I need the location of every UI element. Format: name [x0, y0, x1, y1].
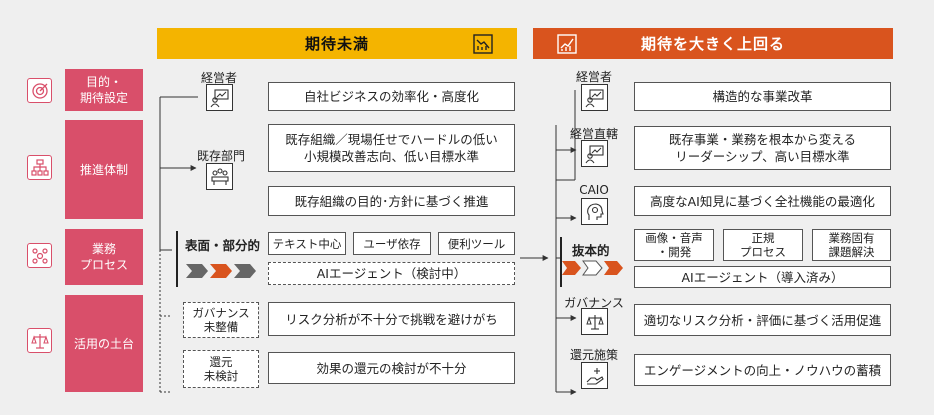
- category-process: 業務 プロセス: [65, 229, 143, 285]
- left-ai-agent-box: AIエージェント（検討中）: [268, 262, 515, 285]
- left-process-item-user: ユーザ依存: [353, 232, 431, 255]
- right-direct-text: 既存事業・業務を根本から変える リーダーシップ、高い目標水準: [634, 126, 891, 170]
- left-governance-text: リスク分析が不十分で挑戦を避けがち: [268, 302, 515, 336]
- left-process-item-text: テキスト中心: [268, 232, 346, 255]
- right-ai-agent-box: AIエージェント（導入済み）: [634, 266, 891, 288]
- presenter-icon: [585, 88, 604, 107]
- target-icon: [31, 82, 48, 99]
- process-network-icon: [31, 247, 48, 264]
- right-caio-icon: [581, 198, 608, 225]
- header-left-title: 期待未満: [304, 35, 369, 53]
- right-process-item-specific: 業務固有 課題解決: [812, 229, 891, 261]
- right-return-text: エンゲージメントの向上・ノウハウの蓄積: [634, 354, 891, 386]
- category-purpose: 目的・ 期待設定: [65, 69, 143, 111]
- header-below-expectations: 期待未満: [157, 28, 517, 59]
- left-return-text: 効果の還元の検討が不十分: [268, 352, 515, 384]
- category-foundation: 活用の土台: [65, 295, 143, 392]
- right-executive-text: 構造的な事業改革: [634, 82, 891, 111]
- left-executive-text: 自社ビジネスの効率化・高度化: [268, 82, 515, 111]
- balance-scale-icon: [585, 314, 604, 330]
- left-existing-dept-text-2: 既存組織の目的･方針に基づく推進: [268, 186, 515, 216]
- right-governance-text: 適切なリスク分析・評価に基づく活用促進: [634, 304, 891, 336]
- presenter-icon: [210, 88, 229, 107]
- category-structure: 推進体制: [65, 120, 143, 219]
- left-existing-dept-icon: [206, 163, 233, 190]
- right-process-item-formal: 正規 プロセス: [723, 229, 803, 261]
- right-governance-label: ガバナンス: [564, 296, 624, 310]
- category-icon-foundation: [27, 328, 52, 353]
- right-direct-label: 経営直轄: [569, 127, 618, 141]
- category-icon-process: [27, 243, 52, 268]
- chart-up-icon: [557, 34, 577, 54]
- right-process-tag: 抜本的: [572, 243, 610, 258]
- right-process-rule: [560, 237, 562, 287]
- right-caio-label: CAIO: [579, 183, 609, 197]
- left-governance-tag: ガバナンス 未整備: [183, 302, 259, 338]
- left-existing-dept-label: 既存部門: [196, 149, 245, 163]
- left-process-tag: 表面・部分的: [185, 238, 261, 253]
- header-right-title: 期待を大きく上回る: [640, 35, 785, 53]
- left-executive-icon: [206, 84, 233, 111]
- right-process-arrows-icon: [562, 260, 623, 276]
- right-caio-text: 高度なAI知見に基づく全社機能の最適化: [634, 186, 891, 216]
- category-icon-structure: [27, 155, 52, 180]
- ai-head-icon: [586, 202, 604, 220]
- presenter-icon: [585, 144, 604, 163]
- left-process-rule: [176, 231, 178, 287]
- right-executive-label: 経営者: [575, 70, 612, 84]
- right-return-icon: [581, 362, 608, 389]
- right-return-label: 還元施策: [569, 348, 618, 362]
- right-executive-icon: [581, 84, 608, 111]
- right-direct-icon: [581, 140, 608, 167]
- chart-down-icon: [473, 34, 493, 54]
- category-icon-purpose: [27, 78, 52, 103]
- left-return-tag: 還元 未検討: [183, 350, 259, 388]
- header-far-exceeds-expectations: 期待を大きく上回る: [533, 28, 893, 59]
- right-process-item-media: 画像・音声 ・開発: [634, 229, 714, 261]
- left-process-arrows-icon: [186, 264, 256, 278]
- team-icon: [210, 167, 229, 185]
- left-existing-dept-text-1: 既存組織／現場任せでハードルの低い 小規模改善志向、低い目標水準: [268, 124, 515, 172]
- left-executive-label: 経営者: [200, 71, 237, 85]
- hand-plus-icon: [586, 367, 604, 385]
- right-governance-icon: [581, 308, 608, 335]
- left-process-item-tool: 便利ツール: [438, 232, 515, 255]
- org-chart-icon: [30, 158, 49, 176]
- balance-scale-icon: [30, 333, 49, 349]
